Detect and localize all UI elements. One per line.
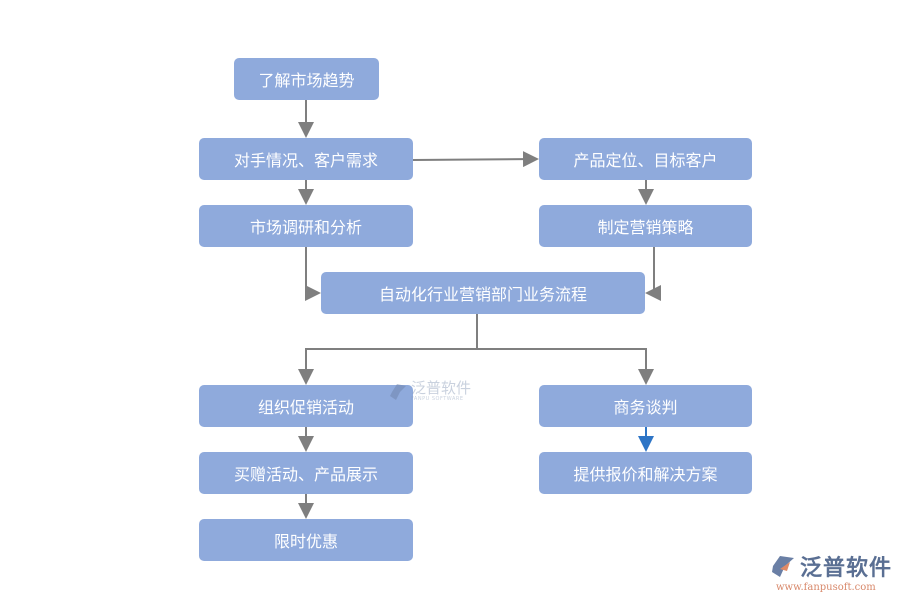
arrow-6-10 bbox=[477, 348, 654, 385]
arrow-2-4 bbox=[412, 151, 539, 168]
node-quote-solution: 提供报价和解决方案 bbox=[539, 452, 752, 494]
brand-logo: 泛普软件 www.fanpusoft.com bbox=[770, 550, 892, 593]
watermark-logo-icon bbox=[390, 383, 406, 400]
node-marketing-strategy: 制定营销策略 bbox=[539, 205, 752, 247]
node-understand-market: 了解市场趋势 bbox=[234, 58, 379, 100]
watermark-sub: FANPU SOFTWARE bbox=[411, 396, 464, 402]
node-promotion: 组织促销活动 bbox=[199, 385, 413, 427]
brand-name: 泛普软件 bbox=[800, 556, 893, 581]
node-market-research: 市场调研和分析 bbox=[199, 205, 413, 247]
brand-url: www.fanpusoft.com bbox=[776, 582, 876, 593]
node-main-process: 自动化行业营销部门业务流程 bbox=[321, 272, 645, 314]
brand-logo-icon bbox=[772, 556, 794, 577]
arrow-5-6 bbox=[645, 247, 661, 301]
node-gifts-display: 买赠活动、产品展示 bbox=[199, 452, 413, 494]
arrow-6-7 bbox=[298, 348, 477, 385]
node-limited-offer: 限时优惠 bbox=[199, 519, 413, 561]
node-negotiation: 商务谈判 bbox=[539, 385, 752, 427]
arrow-3-6 bbox=[305, 247, 321, 301]
node-product-positioning: 产品定位、目标客户 bbox=[539, 138, 752, 180]
node-competitors-needs: 对手情况、客户需求 bbox=[199, 138, 413, 180]
watermark-text: 泛普软件 bbox=[411, 379, 472, 397]
